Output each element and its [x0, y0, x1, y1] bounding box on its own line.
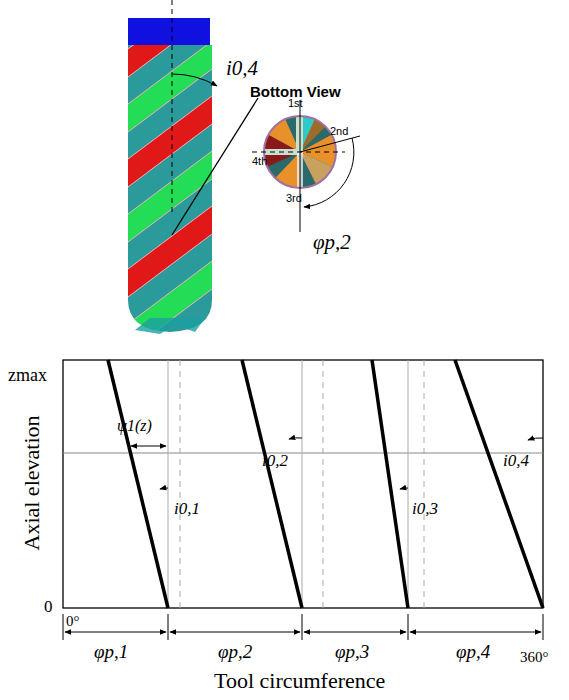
tooth-line	[300, 152, 301, 232]
axis-title: Tool circumference	[214, 670, 385, 692]
pitch-label: φp,1	[94, 642, 128, 661]
axis-label: 0	[44, 598, 53, 615]
axis-label: 0°	[66, 614, 80, 629]
tool-flutes	[120, 0, 220, 413]
tooth-number: 1st	[288, 98, 303, 109]
tooth-number: 2nd	[330, 126, 348, 137]
center-line	[252, 152, 345, 153]
angle-label: φp,2	[313, 232, 351, 253]
dashed-lines	[180, 360, 424, 608]
tooth-number: 3rd	[286, 193, 302, 204]
pitch-arrows	[65, 632, 541, 633]
cutting-edges	[108, 360, 543, 608]
axis-label: zmax	[8, 366, 47, 384]
helix-line	[172, 98, 258, 235]
pitch-label: φp,2	[218, 642, 252, 661]
angle-label: i0,1	[174, 500, 200, 517]
angle-label: i0,2	[262, 452, 288, 469]
angle-label: i0,3	[412, 500, 438, 517]
pitch-label: φp,3	[335, 642, 369, 661]
angle-label: ψ1(z)	[117, 418, 152, 434]
pitch-angle-arc	[304, 138, 354, 207]
plot-frame	[63, 360, 543, 608]
axis-title: Axial elevation	[21, 415, 43, 550]
tooth-line	[300, 136, 360, 152]
angle-label: i0,4	[503, 452, 529, 469]
axis-label: 360°	[520, 650, 549, 665]
lag-arrow	[131, 446, 166, 447]
pitch-label: φp,4	[456, 642, 490, 661]
angle-label: i0,4	[226, 58, 258, 79]
grid-line	[63, 453, 543, 454]
grid-lines	[168, 360, 408, 608]
axis-ticks	[63, 614, 543, 640]
view-title: Bottom View	[250, 84, 341, 99]
angle-arcs	[160, 438, 543, 489]
tool-axis	[172, 0, 173, 215]
tooth-number: 4th	[252, 156, 267, 167]
helix-angle-arc	[172, 74, 217, 86]
tool-tip	[135, 318, 205, 334]
